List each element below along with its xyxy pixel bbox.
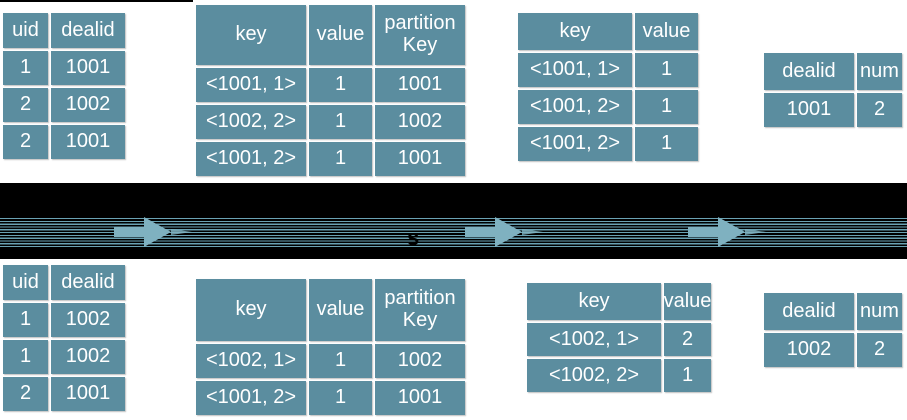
table-shuffle-bottom: key value <1002, 1> 2 <1002, 2> 1 [527, 283, 711, 392]
column-header: partition Key [375, 279, 465, 341]
column-header: dealid [51, 13, 125, 48]
column-header: num [857, 53, 902, 90]
column-header: value [309, 5, 372, 65]
table-result-bottom: dealid num 1002 2 [764, 293, 902, 367]
table-cell: 2 [857, 333, 902, 367]
table-map-output-bottom: key value partition Key <1002, 1> 1 1002… [196, 279, 465, 415]
top-border-line [0, 0, 193, 2]
flow-arrow-icon [465, 216, 547, 248]
table-cell: 1 [3, 340, 48, 374]
table-cell: 1002 [51, 88, 125, 122]
table-cell: 2 [3, 125, 48, 159]
table-cell: 1001 [375, 381, 465, 415]
table-cell: 1002 [764, 333, 854, 367]
table-cell: 1001 [764, 93, 854, 127]
table-cell: 1 [309, 381, 372, 415]
table-cell: <1002, 2> [527, 359, 661, 392]
table-cell: 1 [309, 344, 372, 378]
column-header: value [664, 283, 711, 320]
table-cell: 2 [3, 88, 48, 122]
table-input-bottom: uid dealid 1 1002 1 1002 2 1001 [3, 265, 125, 411]
flow-arrow-icon [688, 216, 770, 248]
table-cell: 1 [309, 142, 372, 176]
table-cell: 1002 [51, 303, 125, 337]
band-label: s [407, 225, 420, 250]
table-cell: <1001, 2> [196, 381, 306, 415]
table-cell: 1002 [375, 105, 465, 139]
pipeline-band: s [0, 183, 907, 259]
column-header: uid [3, 13, 48, 48]
column-header: key [196, 5, 306, 65]
table-cell: 1 [3, 303, 48, 337]
column-header: num [857, 293, 902, 330]
column-header: dealid [764, 293, 854, 330]
table-cell: 2 [857, 93, 902, 127]
column-header: partition Key [375, 5, 465, 65]
table-cell: 1 [309, 68, 372, 102]
table-cell: 1002 [51, 340, 125, 374]
table-cell: 1001 [51, 51, 125, 85]
column-header: key [518, 13, 632, 50]
table-cell: <1002, 2> [196, 105, 306, 139]
column-header: key [196, 279, 306, 341]
column-header: value [309, 279, 372, 341]
table-cell: 2 [664, 323, 711, 356]
table-cell: 1 [635, 127, 698, 161]
table-cell: <1001, 1> [518, 53, 632, 87]
table-result-top: dealid num 1001 2 [764, 53, 902, 127]
table-cell: 1 [309, 105, 372, 139]
table-cell: 1001 [51, 125, 125, 159]
table-cell: 1 [635, 53, 698, 87]
table-cell: 2 [3, 377, 48, 411]
table-cell: 1 [664, 359, 711, 392]
column-header: value [635, 13, 698, 50]
table-cell: <1001, 2> [518, 127, 632, 161]
column-header: dealid [764, 53, 854, 90]
column-header: uid [3, 265, 48, 300]
column-header: key [527, 283, 661, 320]
table-cell: 1001 [375, 142, 465, 176]
table-cell: 1 [635, 90, 698, 124]
table-cell: <1002, 1> [527, 323, 661, 356]
table-cell: 1002 [375, 344, 465, 378]
table-map-output-top: key value partition Key <1001, 1> 1 1001… [196, 5, 465, 176]
table-cell: <1001, 1> [196, 68, 306, 102]
flow-arrow-icon [114, 216, 196, 248]
column-header: dealid [51, 265, 125, 300]
table-cell: 1001 [375, 68, 465, 102]
table-cell: <1001, 2> [518, 90, 632, 124]
table-cell: <1002, 1> [196, 344, 306, 378]
table-cell: 1 [3, 51, 48, 85]
table-shuffle-top: key value <1001, 1> 1 <1001, 2> 1 <1001,… [518, 13, 698, 161]
table-cell: 1001 [51, 377, 125, 411]
table-input-top: uid dealid 1 1001 2 1002 2 1001 [3, 13, 125, 159]
table-cell: <1001, 2> [196, 142, 306, 176]
